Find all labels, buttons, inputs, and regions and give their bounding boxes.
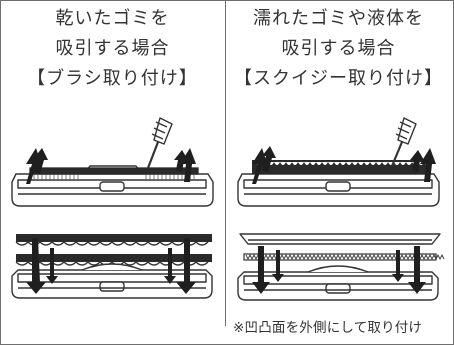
brush-pieces — [16, 234, 212, 262]
screwdriver-icon-2 — [390, 117, 417, 167]
installation-note: ※凹凸面を外側にして取り付け — [233, 320, 423, 336]
squeegee-removal-illustration — [237, 117, 440, 207]
right-panel-heading: 濡れたゴミや液体を 吸引する場合 【スクイジー取り付け】 — [226, 4, 451, 94]
right-title-line-1: 濡れたゴミや液体を — [253, 8, 424, 29]
screwdriver-icon — [146, 117, 173, 169]
push-down-arrows — [26, 238, 196, 294]
left-title-line-1: 乾いたゴミを — [55, 8, 170, 29]
push-down-arrows-2 — [252, 246, 426, 294]
squeegee-installation-illustration — [237, 233, 445, 301]
lift-up-arrows-2 — [252, 146, 436, 184]
panel-divider — [225, 0, 226, 326]
right-title-line-2: 吸引する場合 — [281, 38, 396, 59]
lift-up-arrows — [26, 148, 196, 184]
left-panel-heading: 乾いたゴミを 吸引する場合 【ブラシ取り付け】 — [0, 4, 225, 94]
left-title-line-3: 【ブラシ取り付け】 — [27, 68, 198, 89]
brush-installation-illustration — [11, 234, 213, 299]
brush-removal-illustration — [11, 117, 214, 207]
squeegee-blade — [239, 233, 441, 245]
left-title-line-2: 吸引する場合 — [55, 38, 170, 59]
brush-strip — [29, 167, 199, 175]
right-title-line-3: 【スクイジー取り付け】 — [234, 68, 443, 89]
